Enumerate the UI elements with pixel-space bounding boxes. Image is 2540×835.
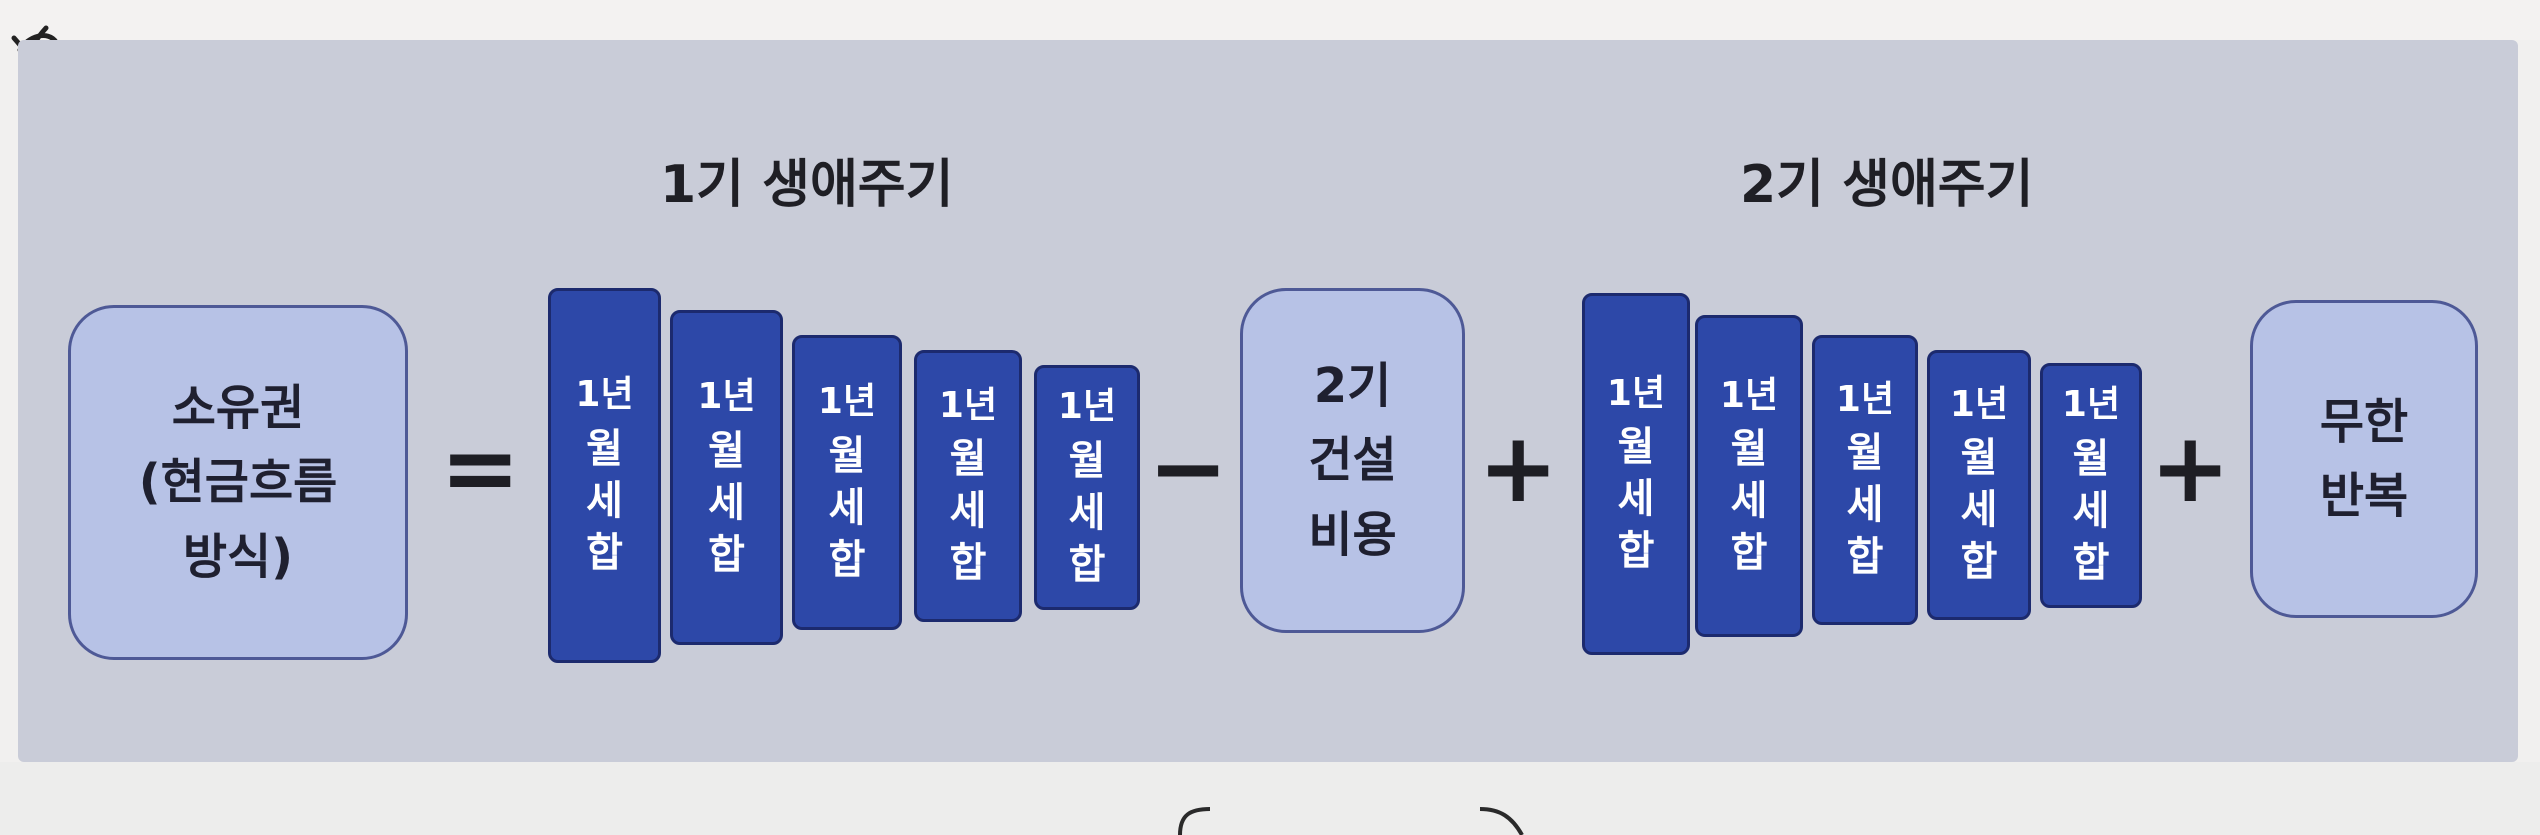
bar-year-label: 1년	[1949, 383, 2009, 425]
bar-char: 세	[949, 488, 987, 535]
bar-char: 세	[1617, 476, 1655, 523]
construction-cost-box: 2기 건설 비용	[1240, 288, 1465, 633]
bar-year-label: 1년	[1057, 386, 1117, 428]
bar-char: 월	[949, 436, 987, 483]
bar-char: 세	[1846, 482, 1884, 529]
lifecycle-1-bar: 1년 월 세 합	[1034, 365, 1140, 610]
infinite-repeat-box: 무한 반복	[2250, 300, 2478, 618]
ownership-line-1: 소유권	[171, 379, 305, 436]
bar-char: 합	[1846, 534, 1884, 581]
bar-char: 월	[1846, 430, 1884, 477]
page-background-top	[0, 0, 2540, 40]
construction-line-2: 건설	[1308, 432, 1397, 489]
lifecycle-2-bar: 1년 월 세 합	[1927, 350, 2031, 620]
bottom-arrow-arc	[1178, 807, 1524, 835]
bar-char: 합	[708, 531, 745, 578]
lifecycle-1-bar: 1년 월 세 합	[670, 310, 783, 645]
infinite-line-2: 반복	[2319, 468, 2409, 524]
bar-char: 세	[2072, 487, 2110, 534]
bar-char: 세	[828, 484, 866, 531]
bar-char: 월	[2072, 435, 2110, 482]
ownership-line-2: (현금흐름	[138, 454, 338, 511]
bar-char: 세	[1068, 489, 1106, 536]
bar-char: 세	[708, 479, 745, 526]
bar-year-label: 1년	[1835, 378, 1895, 420]
construction-line-3: 비용	[1308, 506, 1397, 563]
bar-year-label: 1년	[938, 384, 998, 426]
bar-char: 월	[1960, 435, 1998, 482]
bar-char: 합	[2072, 539, 2110, 586]
bar-year-label: 1년	[1606, 372, 1666, 414]
bar-year-label: 1년	[2061, 384, 2121, 426]
bar-char: 합	[949, 540, 987, 587]
ownership-box: 소유권 (현금흐름 방식)	[68, 305, 408, 660]
lifecycle-1-bar: 1년 월 세 합	[792, 335, 902, 630]
bar-char: 합	[1617, 528, 1655, 575]
bar-char: 합	[828, 536, 866, 583]
lifecycle-1-title: 1기 생애주기	[660, 155, 954, 215]
bar-char: 월	[828, 432, 866, 479]
plus-operator-1: +	[1478, 412, 1559, 524]
lifecycle-2-bar: 1년 월 세 합	[1812, 335, 1918, 625]
bar-year-label: 1년	[817, 381, 877, 423]
bar-char: 월	[1730, 426, 1768, 473]
bar-char: 월	[586, 425, 623, 472]
equals-operator: =	[440, 412, 521, 524]
lifecycle-2-bar: 1년 월 세 합	[1695, 315, 1803, 637]
page-background-bottom	[0, 762, 2540, 835]
lifecycle-2-bar: 1년 월 세 합	[1582, 293, 1690, 655]
bar-year-label: 1년	[1719, 374, 1779, 416]
lifecycle-1-bar: 1년 월 세 합	[548, 288, 661, 663]
bar-char: 합	[1730, 530, 1768, 577]
bar-year-label: 1년	[697, 376, 756, 418]
bar-char: 합	[586, 529, 623, 576]
plus-operator-2: +	[2150, 412, 2231, 524]
infinite-line-1: 무한	[2319, 393, 2409, 450]
bar-char: 세	[1960, 487, 1998, 534]
lifecycle-1-bar: 1년 월 세 합	[914, 350, 1022, 622]
lifecycle-2-bar: 1년 월 세 합	[2040, 363, 2142, 608]
bar-char: 월	[1617, 424, 1655, 471]
bar-year-label: 1년	[575, 374, 634, 416]
bar-char: 월	[708, 427, 745, 474]
ownership-line-3: 방식)	[182, 528, 294, 585]
bar-char: 합	[1068, 541, 1106, 588]
minus-operator: −	[1148, 412, 1229, 524]
bar-char: 세	[1730, 478, 1768, 525]
bar-char: 월	[1068, 437, 1106, 484]
bar-char: 세	[586, 477, 623, 524]
construction-line-1: 2기	[1313, 357, 1392, 414]
bar-char: 합	[1960, 539, 1998, 586]
lifecycle-2-title: 2기 생애주기	[1740, 155, 2034, 215]
